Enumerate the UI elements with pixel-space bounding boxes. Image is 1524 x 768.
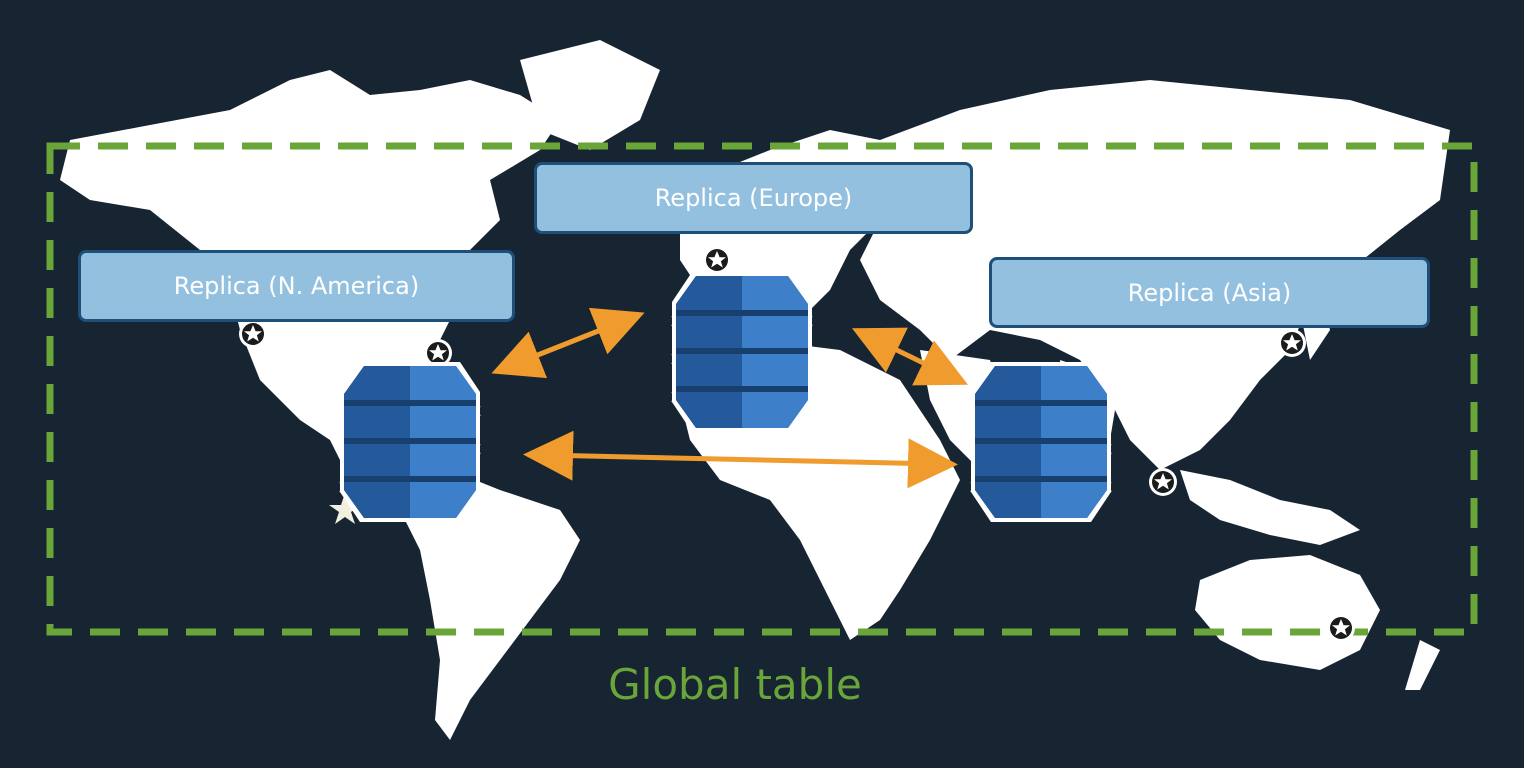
region-star-icon	[703, 246, 731, 274]
global-table-caption: Global table	[608, 660, 862, 709]
replica-label-europe: Replica (Europe)	[534, 162, 973, 234]
region-star-icon	[1278, 329, 1306, 357]
arrow-na-asia	[523, 430, 958, 489]
global-table-boundary	[46, 142, 1478, 636]
replication-arrows	[491, 307, 968, 489]
region-star-icon	[1327, 614, 1355, 642]
origin-star-icon	[329, 493, 361, 524]
southeast-asia-landmass	[1180, 470, 1360, 545]
dynamodb-database-icon	[671, 271, 813, 433]
new-zealand-landmass	[1405, 640, 1440, 690]
arrow-na-eu	[491, 307, 645, 379]
replica-label-north-america: Replica (N. America)	[78, 250, 515, 322]
south-america-landmass	[400, 470, 580, 740]
replica-label-asia: Replica (Asia)	[989, 257, 1430, 328]
region-star-icon	[1149, 468, 1177, 496]
australia-landmass	[1195, 555, 1380, 670]
greenland-landmass	[520, 40, 660, 150]
dynamodb-database-icon	[970, 361, 1112, 523]
region-markers	[239, 246, 1355, 642]
dynamodb-database-icon	[339, 361, 481, 523]
region-star-icon	[239, 320, 267, 348]
arrow-eu-asia	[852, 327, 968, 386]
